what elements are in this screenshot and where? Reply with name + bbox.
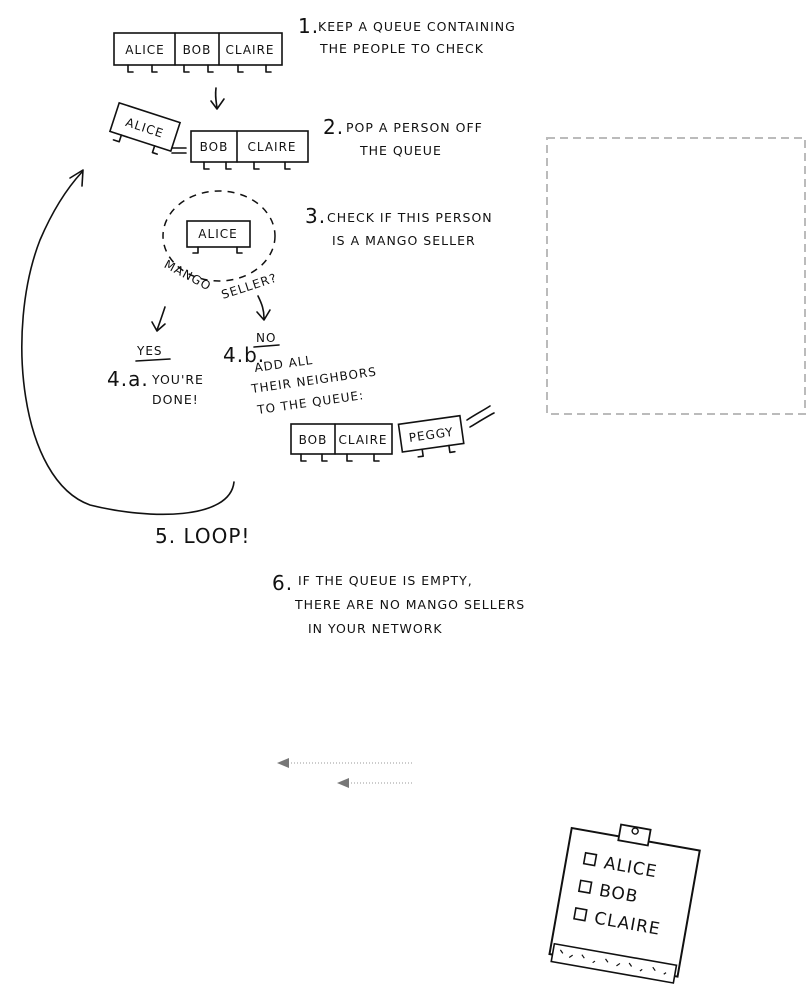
step-6-line-1: IF THE QUEUE IS EMPTY, xyxy=(298,573,473,588)
yes-underline xyxy=(135,358,171,362)
step-2-line-1: POP A PERSON OFF xyxy=(346,120,483,135)
step-6-caption: 6. IF THE QUEUE IS EMPTY, THERE ARE NO M… xyxy=(272,571,525,636)
queue-with-neighbors-item-2: CLAIRE xyxy=(338,433,387,447)
popped-person: ALICE xyxy=(108,101,182,155)
step-4a-line-1: YOU'RE xyxy=(151,372,204,387)
step-3-line-2: IS A MANGO SELLER xyxy=(332,233,476,248)
dotted-arrow-2-icon xyxy=(337,778,412,788)
arrow-to-yes-icon xyxy=(151,306,166,332)
queue-after-pop-item-2: CLAIRE xyxy=(247,140,296,154)
step-6-number: 6. xyxy=(272,571,293,595)
step-2-line-2: THE QUEUE xyxy=(359,143,442,158)
motion-lines-2-icon xyxy=(466,405,495,428)
loop-arrowhead-icon xyxy=(69,169,84,187)
step-1-line-2: THE PEOPLE TO CHECK xyxy=(319,41,484,56)
checked-person-label: ALICE xyxy=(198,227,237,241)
queue-initial: ALICE BOB CLAIRE xyxy=(113,32,283,73)
queue-with-neighbors-item-1: BOB xyxy=(299,433,328,447)
step-3-line-1: CHECK IF THIS PERSON xyxy=(327,210,493,225)
step-2-number: 2. xyxy=(323,115,344,139)
step-3-caption: 3. CHECK IF THIS PERSON IS A MANGO SELLE… xyxy=(305,204,493,248)
yes-label: YES xyxy=(136,344,163,358)
step-5-label: 5. LOOP! xyxy=(155,524,250,548)
no-label: NO xyxy=(256,331,276,345)
clipboard-texture-icon xyxy=(559,949,667,975)
step-1-number: 1. xyxy=(298,14,319,38)
step-1-line-1: KEEP A QUEUE CONTAINING xyxy=(318,19,516,34)
step-6-line-2: THERE ARE NO MANGO SELLERS xyxy=(294,597,525,612)
empty-placeholder-box xyxy=(546,137,806,415)
check-circle xyxy=(162,190,276,282)
loop-arrow-icon xyxy=(21,171,235,516)
queue-after-pop: BOB CLAIRE xyxy=(190,130,309,170)
added-person: PEGGY xyxy=(397,414,465,458)
step-4a-line-2: DONE! xyxy=(152,392,199,407)
added-person-label: PEGGY xyxy=(408,425,455,445)
queue-after-pop-item-1: BOB xyxy=(200,140,229,154)
clipboard-clip-icon xyxy=(617,823,652,847)
checkbox-bob-icon xyxy=(577,879,593,895)
queue-initial-item-2: BOB xyxy=(183,43,212,57)
step-6-line-3: IN YOUR NETWORK xyxy=(308,621,443,636)
motion-lines-icon xyxy=(171,147,187,154)
arrow-to-no-icon xyxy=(256,295,271,321)
dotted-arrow-1-icon xyxy=(277,758,413,768)
checkbox-alice-icon xyxy=(582,851,598,867)
step-4a-number: 4.a. xyxy=(107,367,149,391)
checkbox-claire-icon xyxy=(573,907,588,922)
arrow-down-1-icon xyxy=(210,87,225,110)
queue-initial-item-3: CLAIRE xyxy=(225,43,274,57)
question-word-1: MANGO xyxy=(162,257,214,293)
checked-person: ALICE xyxy=(186,220,251,254)
queue-with-neighbors: BOB CLAIRE xyxy=(290,423,393,462)
step-2-caption: 2. POP A PERSON OFF THE QUEUE xyxy=(323,115,483,158)
queue-initial-item-1: ALICE xyxy=(125,43,164,57)
step-3-number: 3. xyxy=(305,204,326,228)
clipboard: ALICE BOB CLAIRE xyxy=(548,823,701,984)
queue-initial-legs-icon xyxy=(127,64,272,73)
no-underline xyxy=(253,344,280,348)
step-1-caption: 1. KEEP A QUEUE CONTAINING THE PEOPLE TO… xyxy=(298,14,516,56)
question-word-2: SELLER? xyxy=(220,271,279,302)
